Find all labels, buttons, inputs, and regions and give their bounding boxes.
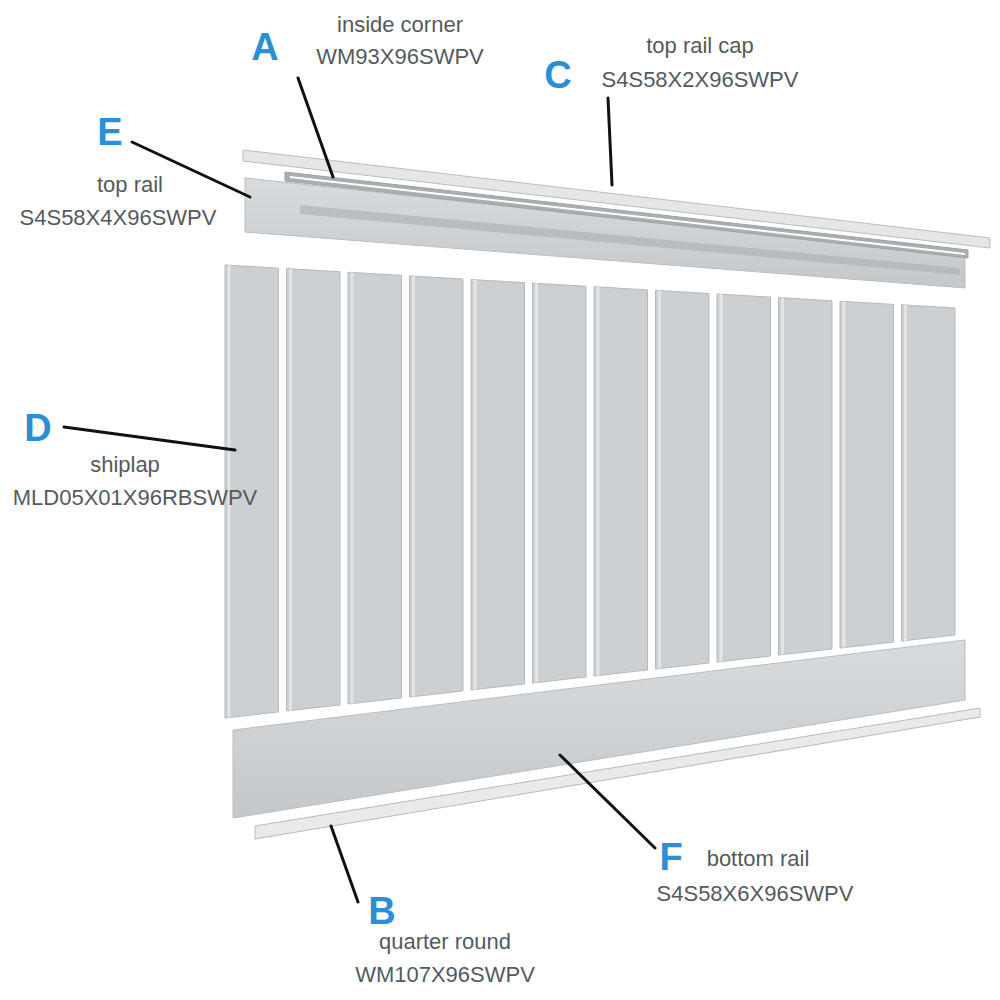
shiplap-board [287, 269, 341, 711]
shiplap-board [779, 298, 833, 655]
board-edge [289, 269, 292, 711]
part-label: MLD05X01X96RBSWPV [13, 485, 258, 510]
board-edge [597, 287, 600, 676]
leader-line [560, 755, 655, 848]
leader-line [64, 427, 235, 450]
shiplap-board [717, 294, 771, 662]
part-label: quarter round [379, 929, 511, 954]
shiplap-board [902, 305, 956, 641]
part-label: WM107X96SWPV [355, 962, 535, 987]
shiplap-board [840, 301, 894, 648]
part-label: top rail [97, 172, 163, 197]
board-edge [781, 298, 784, 655]
shiplap-board [471, 279, 525, 690]
shiplap-board [594, 287, 648, 676]
leader-line [608, 98, 612, 185]
part-label: inside corner [337, 12, 463, 37]
board-edge [843, 301, 846, 647]
shiplap-board [533, 283, 587, 683]
callout-letter: B [368, 890, 395, 934]
board-edge [412, 276, 415, 696]
leader-line [331, 826, 358, 902]
part-label: bottom rail [707, 846, 810, 871]
callout-letter: F [659, 836, 682, 880]
callout-letter: D [24, 407, 51, 451]
callout-letter: A [251, 26, 278, 70]
shiplap-board [348, 272, 402, 704]
board-edge [535, 283, 538, 682]
part-label: S4S58X4X96SWPV [20, 205, 217, 230]
part-label: S4S58X6X96SWPV [657, 881, 854, 906]
board-edge [351, 272, 354, 703]
shiplap-board [656, 290, 710, 669]
board-edge [720, 294, 723, 661]
part-label: shiplap [90, 452, 160, 477]
part-label: S4S58X2X96SWPV [602, 67, 799, 92]
board-edge [474, 280, 477, 690]
inside-corner [285, 172, 968, 258]
top-rail [245, 178, 965, 288]
shiplap-board [410, 276, 464, 697]
part-label: WM93X96SWPV [316, 44, 484, 69]
part-label: top rail cap [646, 33, 754, 58]
leader-line [298, 78, 333, 177]
inside-corner-highlight [290, 176, 965, 255]
callout-letter: E [97, 111, 122, 155]
shiplap-boards [225, 265, 955, 718]
board-edge [658, 291, 661, 669]
callout-letter: C [544, 54, 571, 98]
quarter-round [255, 708, 980, 839]
board-edge [904, 305, 907, 641]
